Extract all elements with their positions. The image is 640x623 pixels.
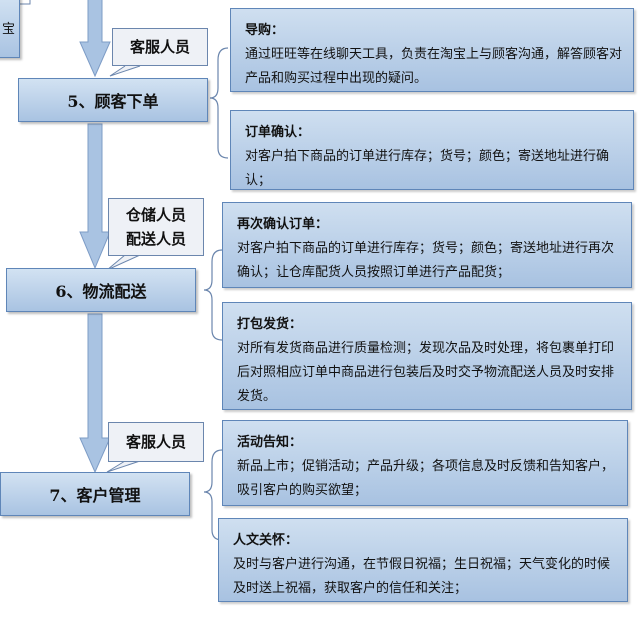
role-callout-step6: 仓储人员 配送人员 (108, 198, 204, 256)
card-humanistic-care: 人文关怀： 及时与客户进行沟通，在节假日祝福；生日祝福；天气变化的时候及时送上祝… (218, 518, 628, 602)
step-5-label: 5、顾客下单 (67, 92, 159, 111)
role-line: 客服人员 (125, 433, 186, 451)
card-pack-ship: 打包发货： 对所有发货商品进行质量检测；发现次品及时处理，将包裹单打印后对照相应… (222, 302, 632, 410)
step-5-box: 5、顾客下单 (18, 78, 208, 122)
card-reconfirm-order: 再次确认订单： 对客户拍下商品的订单进行库存；货号；颜色；寄送地址进行再次确认；… (222, 202, 632, 288)
role-line: 仓储人员 (125, 206, 186, 224)
brace-step5 (209, 47, 229, 159)
card-title: 人文关怀： (233, 533, 299, 548)
card-body: 对客户拍下商品的订单进行库存；货号；颜色；寄送地址进行确认； (245, 149, 610, 188)
flow-arrow-into-step7 (79, 313, 111, 474)
fragment-box: 宝 (0, 0, 20, 58)
card-body: 对所有发货商品进行质量检测；发现次品及时处理，将包裹单打印后对照相应订单中商品进… (237, 341, 615, 404)
role-callout-step5: 客服人员 (112, 28, 208, 66)
role-line: 配送人员 (125, 230, 186, 248)
card-order-confirm: 订单确认： 对客户拍下商品的订单进行库存；货号；颜色；寄送地址进行确认； (230, 110, 634, 190)
role-callout-tail (106, 460, 141, 473)
card-body: 新品上市；促销活动；产品升级；各项信息及时反馈和告知客户，吸引客户的购买欲望； (237, 459, 615, 498)
flow-arrow-into-step6 (79, 123, 111, 270)
card-activity-notice: 活动告知： 新品上市；促销活动；产品升级；各项信息及时反馈和告知客户，吸引客户的… (222, 420, 628, 506)
card-title: 再次确认订单： (237, 217, 329, 232)
brace-step7 (203, 449, 223, 541)
card-body: 对客户拍下商品的订单进行库存；货号；颜色；寄送地址进行再次确认；让仓库配货人员按… (237, 241, 615, 280)
role-callout-tail (109, 65, 141, 77)
card-body: 及时与客户进行沟通，在节假日祝福；生日祝福；天气变化的时候及时送上祝福，获取客户… (233, 557, 611, 596)
brace-step6 (203, 249, 223, 341)
card-title: 活动告知： (237, 435, 303, 450)
card-body: 通过旺旺等在线聊天工具，负责在淘宝上与顾客沟通，解答顾客对产品和购买过程中出现的… (245, 47, 623, 86)
fragment-label: 宝 (1, 21, 15, 37)
role-line: 客服人员 (129, 38, 190, 56)
step-7-box: 7、客户管理 (0, 472, 190, 516)
role-callout-step7: 客服人员 (108, 422, 204, 462)
step-7-label: 7、客户管理 (49, 486, 141, 505)
card-title: 导购： (245, 23, 285, 38)
card-title: 打包发货： (237, 317, 303, 332)
step-6-label: 6、物流配送 (55, 282, 147, 301)
card-title: 订单确认： (245, 125, 311, 140)
card-shopping-guide: 导购： 通过旺旺等在线聊天工具，负责在淘宝上与顾客沟通，解答顾客对产品和购买过程… (230, 8, 634, 92)
flow-arrow-into-step5 (79, 0, 111, 78)
step-6-box: 6、物流配送 (6, 268, 196, 312)
